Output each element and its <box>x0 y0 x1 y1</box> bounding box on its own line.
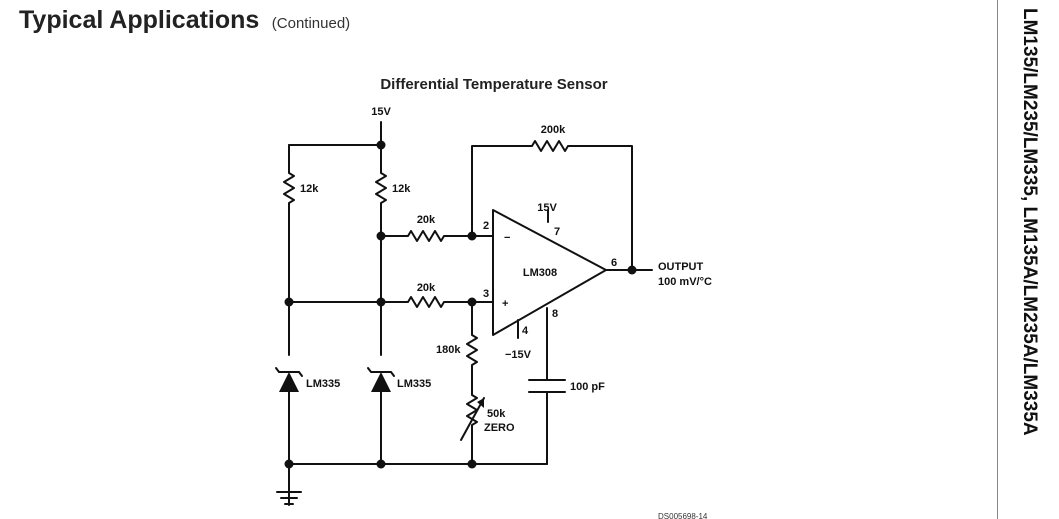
sensor-mid-label: LM335 <box>397 378 431 390</box>
zener-left-bar <box>275 367 303 377</box>
pin7-label: 7 <box>554 226 560 238</box>
opamp-label: LM308 <box>523 267 557 279</box>
junction-dot <box>376 231 386 241</box>
sensor-left-label: LM335 <box>306 378 340 390</box>
pot-arrow-head-icon <box>477 398 484 408</box>
zener-mid-icon <box>371 372 391 392</box>
opamp-triangle <box>492 209 607 336</box>
cap-label: 100 pF <box>570 381 605 393</box>
junction-dot <box>376 140 386 150</box>
junction-dot <box>467 459 477 469</box>
junction-dot <box>627 265 637 275</box>
r-in-top-label: 20k <box>417 214 436 226</box>
capacitor-100pf <box>528 307 566 465</box>
junction-dot <box>467 297 477 307</box>
pin3-label: 3 <box>483 288 489 300</box>
output-label: OUTPUT <box>658 261 704 273</box>
junction-dots <box>284 140 637 469</box>
zener-mid-bar <box>367 367 395 377</box>
r-in-bot-label: 20k <box>417 282 436 294</box>
circuit-diagram: Differential Temperature Sensor 15V 12k … <box>275 76 712 519</box>
ground-icon <box>276 491 302 505</box>
pin2-label: 2 <box>483 220 489 232</box>
noninv-sign: + <box>502 298 508 310</box>
resistor-12k-mid <box>375 144 387 356</box>
junction-dot <box>467 231 477 241</box>
margin-rule <box>997 0 998 519</box>
figure-id-label: DS005698-14 <box>658 512 708 519</box>
output-scale-label: 100 mV/°C <box>658 276 712 288</box>
diagram-title: Differential Temperature Sensor <box>380 76 607 93</box>
pin4-label: 4 <box>522 325 529 337</box>
section-heading: Typical Applications (Continued) <box>19 6 350 35</box>
section-subtitle: (Continued) <box>271 15 351 32</box>
opamp-supply-neg-label: −15V <box>505 349 532 361</box>
pot-zero-label: ZERO <box>484 422 515 434</box>
resistor-180k-and-pot <box>466 301 478 465</box>
feedback-resistor-200k <box>471 140 633 271</box>
side-part-numbers: LM135/LM235/LM335, LM135A/LM235A/LM335A <box>1019 8 1040 436</box>
r-mid-label: 12k <box>392 183 411 195</box>
r-left-label: 12k <box>300 183 319 195</box>
supply-15v-label: 15V <box>371 106 391 118</box>
r-180k-label: 180k <box>436 344 461 356</box>
resistor-20k-bot <box>288 296 494 308</box>
zener-left-icon <box>279 372 299 392</box>
junction-dot <box>284 297 294 307</box>
r-feedback-label: 200k <box>541 124 566 136</box>
resistor-12k-left <box>283 144 295 356</box>
inv-sign: − <box>504 232 510 244</box>
junction-dot <box>284 459 294 469</box>
resistor-20k-top <box>380 230 494 242</box>
pin6-label: 6 <box>611 257 617 269</box>
pin8-label: 8 <box>552 308 558 320</box>
pot-arrow <box>460 397 485 441</box>
junction-dot <box>376 297 386 307</box>
pot-label: 50k <box>487 408 506 420</box>
junction-dot <box>376 459 386 469</box>
opamp-supply-pos-label: 15V <box>537 202 557 214</box>
section-title: Typical Applications <box>19 6 260 34</box>
